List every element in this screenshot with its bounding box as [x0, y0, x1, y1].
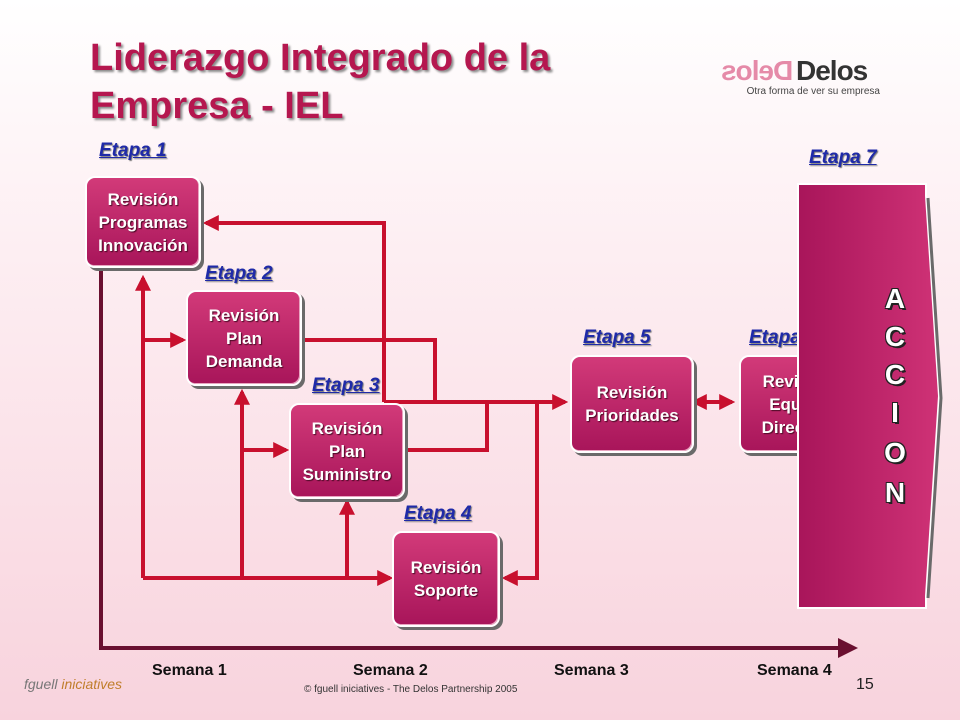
week-label: Semana 4: [757, 662, 832, 679]
logo-main-text: Delos: [796, 55, 868, 86]
box-line: Prioridades: [585, 406, 679, 425]
week-label: Semana 2: [353, 662, 428, 679]
box-revision-prioridades: Revisión Prioridades: [570, 355, 694, 453]
line-from-suministro: [406, 402, 489, 452]
accion-letter: C: [884, 321, 906, 352]
box-line: Plan: [329, 441, 365, 461]
box-revision-plan-suministro: Revisión Plan Suministro: [289, 403, 405, 499]
etapa-2-label: Etapa 2: [205, 263, 273, 284]
delos-logo: Delos Delos: [722, 55, 892, 86]
line-from-demanda: [302, 338, 437, 402]
box-line: Innovación: [98, 235, 188, 255]
box-line: Programas: [98, 212, 188, 232]
box-line: Suministro: [302, 464, 392, 484]
box-revision-equipo-directivo: Revisión Equipo Directivo: [739, 355, 857, 453]
arrow-lines: [99, 215, 858, 658]
page-title: Liderazgo Integrado de la Empresa - IEL: [90, 37, 551, 127]
box-line: Revisión: [208, 305, 280, 325]
etapa-1-label: Etapa 1: [99, 140, 167, 161]
etapa-3-label: Etapa 3: [312, 375, 380, 396]
etapa-6-label: Etapa 6: [749, 327, 817, 348]
box-line: Soporte: [413, 581, 479, 600]
etapa-7-label: Etapa 7: [809, 147, 877, 168]
box-line: Revisión: [762, 371, 834, 391]
box-line: Revisión: [596, 383, 668, 402]
timeline-axis: [99, 268, 858, 658]
box-line: Equipo: [769, 394, 827, 414]
box-revision-plan-demanda: Revisión Plan Demanda: [186, 290, 302, 386]
arrow-to-soporte: [501, 402, 539, 586]
accion-letter: A: [884, 283, 906, 314]
brand-prefix: fguell: [24, 676, 58, 692]
footer-copyright: © fguell iniciatives - The Delos Partner…: [304, 684, 518, 695]
box-line: Revisión: [107, 189, 179, 209]
footer-brand: fguell iniciatives: [24, 676, 122, 692]
box-line: Revisión: [410, 558, 482, 577]
box-revision-soporte: Revisión Soporte: [392, 531, 500, 627]
box-line: Plan: [226, 328, 262, 348]
logo-tagline: Otra forma de ver su empresa: [746, 86, 880, 97]
week-label: Semana 1: [152, 662, 227, 679]
etapa-4-label: Etapa 4: [404, 503, 472, 524]
brand-suffix: iniciatives: [57, 676, 123, 692]
box-line: Revisión: [311, 418, 383, 438]
box-line: Directivo: [761, 417, 835, 437]
box-line: Demanda: [205, 351, 283, 371]
page-number: 15: [856, 676, 874, 693]
week-label: Semana 3: [554, 662, 629, 679]
accion-letter: I: [891, 397, 899, 428]
loop-back-programas: [202, 215, 386, 402]
accion-letter: C: [884, 359, 906, 390]
accion-letter: N: [884, 477, 906, 508]
etapa-5-label: Etapa 5: [583, 327, 651, 348]
box-revision-programas-innovacion: Revisión Programas Innovación: [85, 176, 201, 268]
accion-letter: O: [884, 437, 906, 468]
